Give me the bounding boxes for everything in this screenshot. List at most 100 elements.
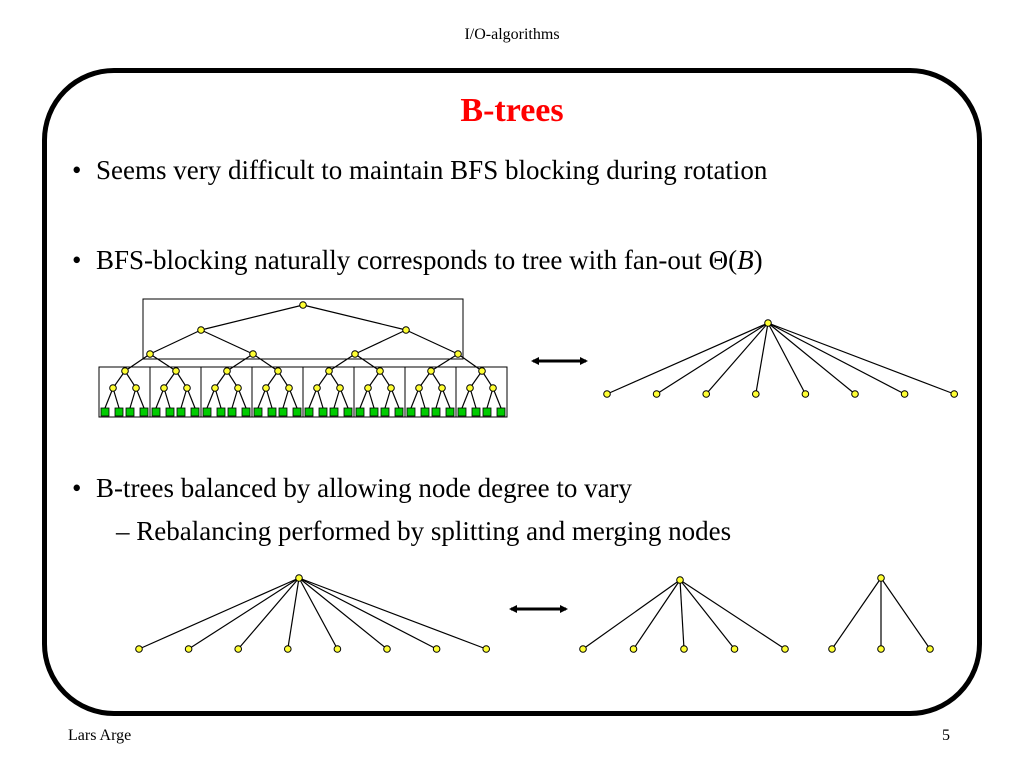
tree-edge xyxy=(226,353,254,372)
leaf-square xyxy=(457,407,467,417)
tree-node xyxy=(629,645,638,653)
tree-node xyxy=(877,645,885,653)
tree-node xyxy=(299,301,307,309)
tree-node xyxy=(680,645,688,653)
tree-edge xyxy=(705,322,769,395)
tree-node xyxy=(284,645,292,653)
tree-node xyxy=(223,367,231,375)
leaf-square xyxy=(496,407,506,417)
bullet-dot: • xyxy=(72,155,82,185)
tree-node xyxy=(438,384,446,392)
tree-node xyxy=(234,384,242,392)
bfs-blocked-binary-tree xyxy=(98,298,508,418)
tree-node xyxy=(234,645,242,653)
theta-close: ) xyxy=(753,245,763,275)
footer-page-number: 5 xyxy=(942,727,950,744)
leaf-square xyxy=(380,407,390,417)
leaf-square xyxy=(216,407,226,417)
bullet-2: • BFS-blocking naturally corresponds to t… xyxy=(72,245,763,276)
leaf-square xyxy=(267,407,277,417)
bullet-3: •B-trees balanced by allowing node degre… xyxy=(72,473,632,504)
leaf-square xyxy=(445,407,455,417)
tree-edge xyxy=(633,579,681,650)
tree-node xyxy=(402,326,410,334)
tree-node xyxy=(730,645,739,653)
tree-node xyxy=(489,384,497,392)
tree-edge xyxy=(149,353,177,372)
tree-edge xyxy=(237,577,300,650)
tree-edge xyxy=(430,353,459,372)
leaf-square xyxy=(318,407,328,417)
tree-edge xyxy=(679,579,685,650)
tree-node xyxy=(415,384,423,392)
leaf-square xyxy=(151,407,161,417)
sub-bullet-1: – Rebalancing performed by splitting and… xyxy=(116,516,732,546)
tree-node xyxy=(262,384,270,392)
leaf-square xyxy=(100,407,110,417)
leaf-square xyxy=(343,407,353,417)
leaf-square xyxy=(165,407,175,417)
tree-edge xyxy=(679,579,735,650)
leaf-square xyxy=(114,407,124,417)
tree-node xyxy=(211,384,219,392)
tree-edge xyxy=(200,304,304,331)
leaf-square xyxy=(355,407,365,417)
tree-node xyxy=(432,645,441,653)
leaf-square xyxy=(304,407,314,417)
bullet-2-text: BFS-blocking naturally corresponds to tr… xyxy=(96,245,738,275)
tree-edge xyxy=(298,577,388,650)
tree-edge xyxy=(138,577,300,650)
tree-edge xyxy=(831,577,882,650)
tree-node xyxy=(828,645,836,653)
top-block-box xyxy=(142,298,464,360)
tree-edge xyxy=(252,353,279,372)
bullet-dot: • xyxy=(72,245,82,275)
leaf-square xyxy=(253,407,263,417)
tree-edge xyxy=(200,329,254,355)
tree-node xyxy=(387,384,395,392)
tree-edge xyxy=(880,577,931,650)
tree-edge xyxy=(354,329,407,355)
tree-edge xyxy=(149,329,202,355)
tree-node xyxy=(249,350,257,358)
tree-edge xyxy=(767,322,856,395)
tree-edge xyxy=(755,322,769,395)
tree-edge xyxy=(457,353,483,372)
tree-node xyxy=(702,390,711,398)
slide-header: I/O-algorithms xyxy=(464,26,560,43)
bullet-1: • Seems very difficult to maintain BFS bl… xyxy=(72,155,767,186)
tree-edge xyxy=(328,353,356,372)
tree-node xyxy=(172,367,180,375)
tree-node xyxy=(364,384,372,392)
tree-node xyxy=(454,350,462,358)
tree-node xyxy=(603,390,611,398)
tree-node xyxy=(676,576,684,584)
leaf-square xyxy=(190,407,200,417)
tree-node xyxy=(383,645,391,653)
leaf-square xyxy=(431,407,441,417)
tree-edge xyxy=(298,577,437,650)
bullet-3-text: B-trees balanced by allowing node degree… xyxy=(96,473,633,503)
tree-node xyxy=(183,384,191,392)
tree-edge xyxy=(679,579,786,650)
slide-frame xyxy=(42,68,982,716)
bullet-1-text: Seems very difficult to maintain BFS blo… xyxy=(96,155,768,185)
split-tree-right xyxy=(828,574,934,653)
tree-node xyxy=(325,367,333,375)
tree-node xyxy=(160,384,168,392)
tree-edge xyxy=(606,322,769,395)
theta-variable: B xyxy=(737,245,754,275)
tree-node xyxy=(109,384,117,392)
tree-edge xyxy=(298,577,338,650)
tree-edge xyxy=(767,322,806,395)
leaf-square xyxy=(139,407,149,417)
leaf-square xyxy=(278,407,288,417)
tree-edge xyxy=(302,304,407,331)
tree-node xyxy=(336,384,344,392)
leaf-square xyxy=(227,407,237,417)
tree-node xyxy=(427,367,435,375)
leaf-square xyxy=(176,407,186,417)
tree-node xyxy=(950,390,959,398)
tree-node xyxy=(135,645,143,653)
tree-edge xyxy=(582,579,681,650)
